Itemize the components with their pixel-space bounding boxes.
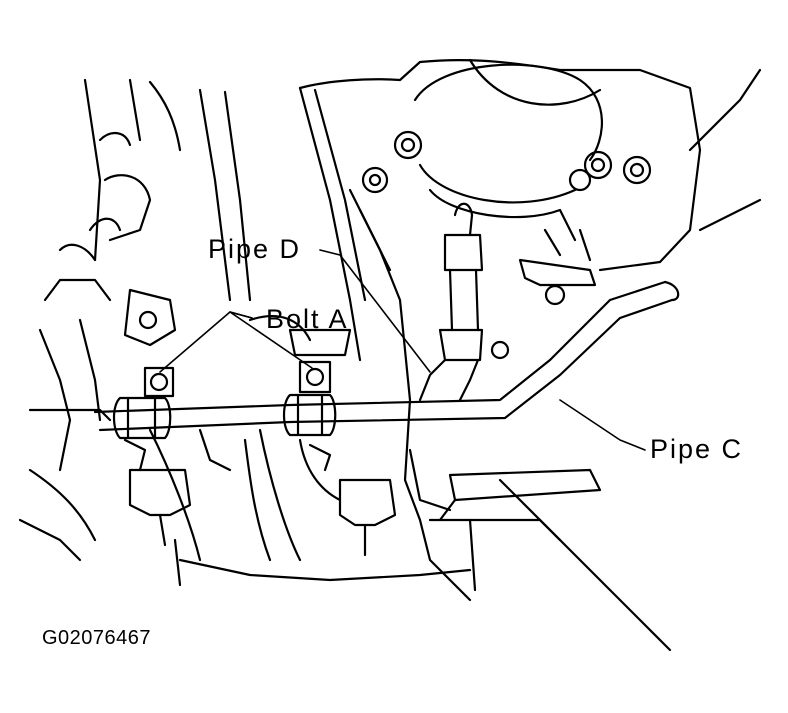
pipe-d — [418, 202, 510, 402]
leader-lines — [159, 249, 646, 451]
fuel-injectors — [123, 428, 397, 557]
figure-id: G02076467 — [42, 627, 152, 649]
leader-pipe-d — [319, 249, 431, 373]
bolt-a-markers — [143, 360, 332, 398]
leader-bolt-a-right — [229, 311, 313, 369]
pipe-clamps — [112, 393, 337, 440]
pipe-c-label: Pipe C — [650, 434, 744, 464]
timing-cover — [298, 58, 762, 272]
pipe-d-label: Pipe D — [208, 234, 302, 264]
leader-pipe-c — [559, 399, 646, 451]
hoses — [18, 408, 672, 652]
pipe-c — [93, 228, 680, 432]
bolt-a-label: Bolt A — [266, 304, 349, 334]
engine-block — [38, 78, 477, 602]
